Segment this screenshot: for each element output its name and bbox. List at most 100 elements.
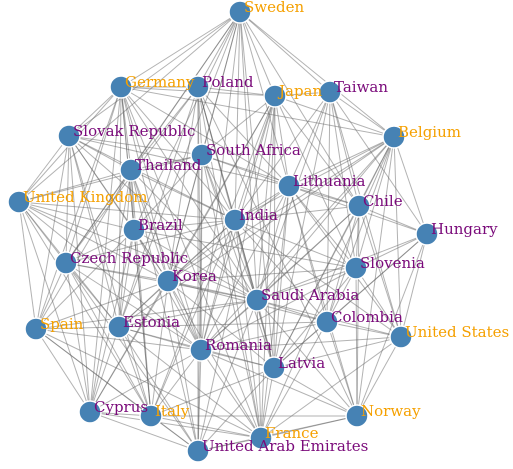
edge-czech-italy (65, 262, 152, 417)
node-chile[interactable] (347, 194, 371, 218)
node-label-brazil: Brazil (138, 216, 183, 234)
node-taiwan[interactable] (318, 80, 342, 104)
node-japan[interactable] (263, 84, 287, 108)
node-label-romania: Romania (205, 336, 272, 354)
edge-lithuania-us (288, 185, 402, 338)
node-poland[interactable] (186, 75, 210, 99)
node-brazil[interactable] (122, 218, 146, 242)
node-india[interactable] (223, 208, 247, 232)
node-norway[interactable] (345, 404, 369, 428)
edge-sweden-india (234, 11, 241, 221)
node-slovak[interactable] (57, 124, 81, 148)
edge-hungary-us (400, 233, 428, 338)
edge-thailand-spain (35, 169, 132, 330)
edge-belgium-france (260, 136, 395, 439)
edge-belgium-india (234, 136, 395, 221)
edge-slovak-saudi (68, 135, 258, 301)
edge-india-france (234, 219, 262, 439)
edge-sweden-japan (239, 11, 276, 97)
edge-estonia-italy (118, 326, 152, 417)
edge-lithuania-saudi (256, 185, 290, 301)
node-south_africa[interactable] (190, 143, 214, 167)
node-france[interactable] (249, 426, 273, 450)
edge-us-norway (356, 336, 402, 417)
node-germany[interactable] (109, 75, 133, 99)
node-label-germany: Germany (125, 73, 195, 91)
edge-hungary-saudi (256, 233, 428, 301)
edge-latvia-norway (273, 367, 358, 417)
edge-saudi-romania (200, 299, 258, 351)
edge-japan-belgium (274, 95, 395, 138)
edge-korea-cyprus (89, 280, 169, 413)
node-label-czech: Czech Republic (70, 249, 188, 267)
node-saudi[interactable] (245, 288, 269, 312)
edge-japan-south_africa (201, 95, 276, 156)
edge-india-us (234, 219, 402, 338)
edge-taiwan-belgium (329, 91, 395, 138)
edge-india-romania (200, 219, 236, 351)
node-hungary[interactable] (415, 222, 439, 246)
node-label-france: France (265, 424, 319, 442)
edge-cyprus-uae (89, 411, 199, 452)
node-spain[interactable] (24, 317, 48, 341)
node-slovenia[interactable] (344, 256, 368, 280)
node-uk[interactable] (7, 190, 31, 214)
edge-chile-india (234, 205, 360, 221)
edge-japan-slovenia (274, 95, 357, 269)
edge-japan-uae (197, 95, 276, 452)
node-italy[interactable] (139, 404, 163, 428)
node-cyprus[interactable] (78, 400, 102, 424)
node-czech[interactable] (54, 251, 78, 275)
node-uae[interactable] (186, 439, 210, 463)
edge-lithuania-chile (288, 185, 360, 207)
edge-hungary-norway (356, 233, 428, 417)
edge-czech-cyprus (65, 262, 91, 413)
edge-lithuania-france (260, 185, 290, 439)
edge-japan-chile (274, 95, 360, 207)
edge-colombia-norway (326, 321, 358, 417)
edge-hungary-slovenia (355, 233, 428, 269)
node-label-italy: Italy (155, 402, 190, 420)
edge-korea-romania (167, 280, 202, 351)
node-thailand[interactable] (119, 158, 143, 182)
edge-germany-spain (35, 86, 122, 330)
edge-czech-romania (65, 262, 202, 351)
node-belgium[interactable] (382, 125, 406, 149)
node-label-sweden: Sweden (244, 0, 304, 16)
node-label-india: India (239, 206, 278, 224)
edge-india-czech (65, 219, 236, 264)
edges-layer (18, 11, 428, 452)
edge-belgium-hungary (393, 136, 428, 235)
edge-japan-france (260, 95, 276, 439)
edge-uk-cyprus (18, 201, 91, 413)
edge-poland-thailand (130, 86, 199, 171)
node-colombia[interactable] (315, 310, 339, 334)
edge-brazil-spain (35, 229, 135, 330)
edge-thailand-india (130, 169, 236, 221)
node-latvia[interactable] (262, 356, 286, 380)
node-sweden[interactable] (228, 0, 252, 24)
edge-belgium-us (393, 136, 402, 338)
edge-estonia-colombia (118, 321, 328, 328)
node-label-cyprus: Cyprus (94, 398, 148, 416)
edge-sweden-belgium (239, 11, 395, 138)
edge-germany-romania (120, 86, 202, 351)
edge-lithuania-korea (167, 185, 290, 282)
node-label-japan: Japan (277, 82, 323, 100)
node-romania[interactable] (189, 338, 213, 362)
node-estonia[interactable] (107, 315, 131, 339)
edge-thailand-romania (130, 169, 202, 351)
node-label-hungary: Hungary (431, 220, 498, 238)
edge-south_africa-thailand (130, 154, 203, 171)
node-lithuania[interactable] (277, 174, 301, 198)
node-us[interactable] (389, 325, 413, 349)
node-korea[interactable] (156, 269, 180, 293)
edge-thailand-czech (65, 169, 132, 264)
edge-lithuania-romania (200, 185, 290, 351)
edge-thailand-uk (18, 169, 132, 203)
edge-taiwan-colombia (326, 91, 331, 323)
edge-taiwan-india (234, 91, 331, 221)
edge-india-italy (150, 219, 236, 417)
node-label-spain: Spain (40, 315, 84, 333)
edge-slovak-india (68, 135, 236, 221)
